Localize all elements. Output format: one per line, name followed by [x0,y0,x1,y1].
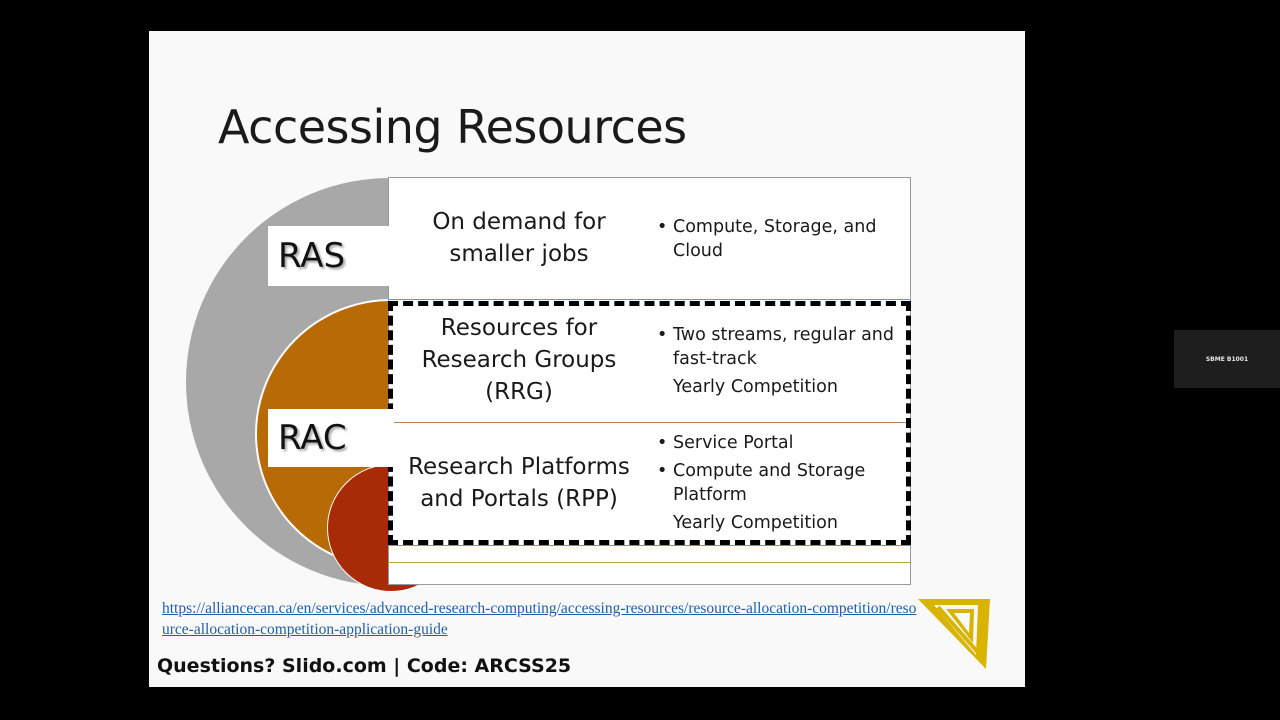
slide: Accessing Resources On demand for smalle… [149,31,1025,687]
row-bullets-ras: Compute, Storage, and Cloud [657,215,907,263]
alliance-logo-icon [918,599,990,669]
row-label-line: Research Groups [421,347,617,373]
slide-title: Accessing Resources [218,100,687,154]
slido-footer: Questions? Slido.com | Code: ARCSS25 [157,655,572,677]
row-note: Yearly Competition [673,377,838,397]
row-label-ras: On demand for smaller jobs [395,206,643,270]
bullet-item: Two streams, regular and fast-track [657,323,907,371]
row-bullets-rrg: Two streams, regular and fast-track Year… [657,323,907,399]
row-label-line: Research Platforms [408,454,630,480]
row-label-rpp: Research Platforms and Portals (RPP) [395,451,643,515]
bullet-item: Service Portal [657,431,907,455]
participant-name: SBME B1001 [1205,355,1249,363]
participant-tile[interactable]: SBME B1001 [1174,330,1280,388]
bullet-item: Compute and Storage Platform [657,459,907,507]
row-label-line: (RRG) [485,379,553,405]
resources-table: On demand for smaller jobs Compute, Stor… [388,177,911,585]
row-bullets-rpp: Service Portal Compute and Storage Platf… [657,431,907,535]
row-label-line: On demand for [432,209,606,235]
rac-tag: RAC [268,409,394,467]
bullet-item: Compute, Storage, and Cloud [657,215,907,263]
allocation-guide-link[interactable]: https://alliancecan.ca/en/services/advan… [162,600,917,638]
row-label-line: and Portals (RPP) [420,486,618,512]
row-label-line: Resources for [440,315,598,341]
row-note: Yearly Competition [673,513,838,533]
row-label-rrg: Resources for Research Groups (RRG) [395,312,643,408]
ras-tag: RAS [268,226,394,286]
row-divider [389,562,910,563]
row-divider [389,299,910,300]
row-divider [389,545,910,546]
row-divider [389,422,910,423]
row-label-line: smaller jobs [449,241,589,267]
